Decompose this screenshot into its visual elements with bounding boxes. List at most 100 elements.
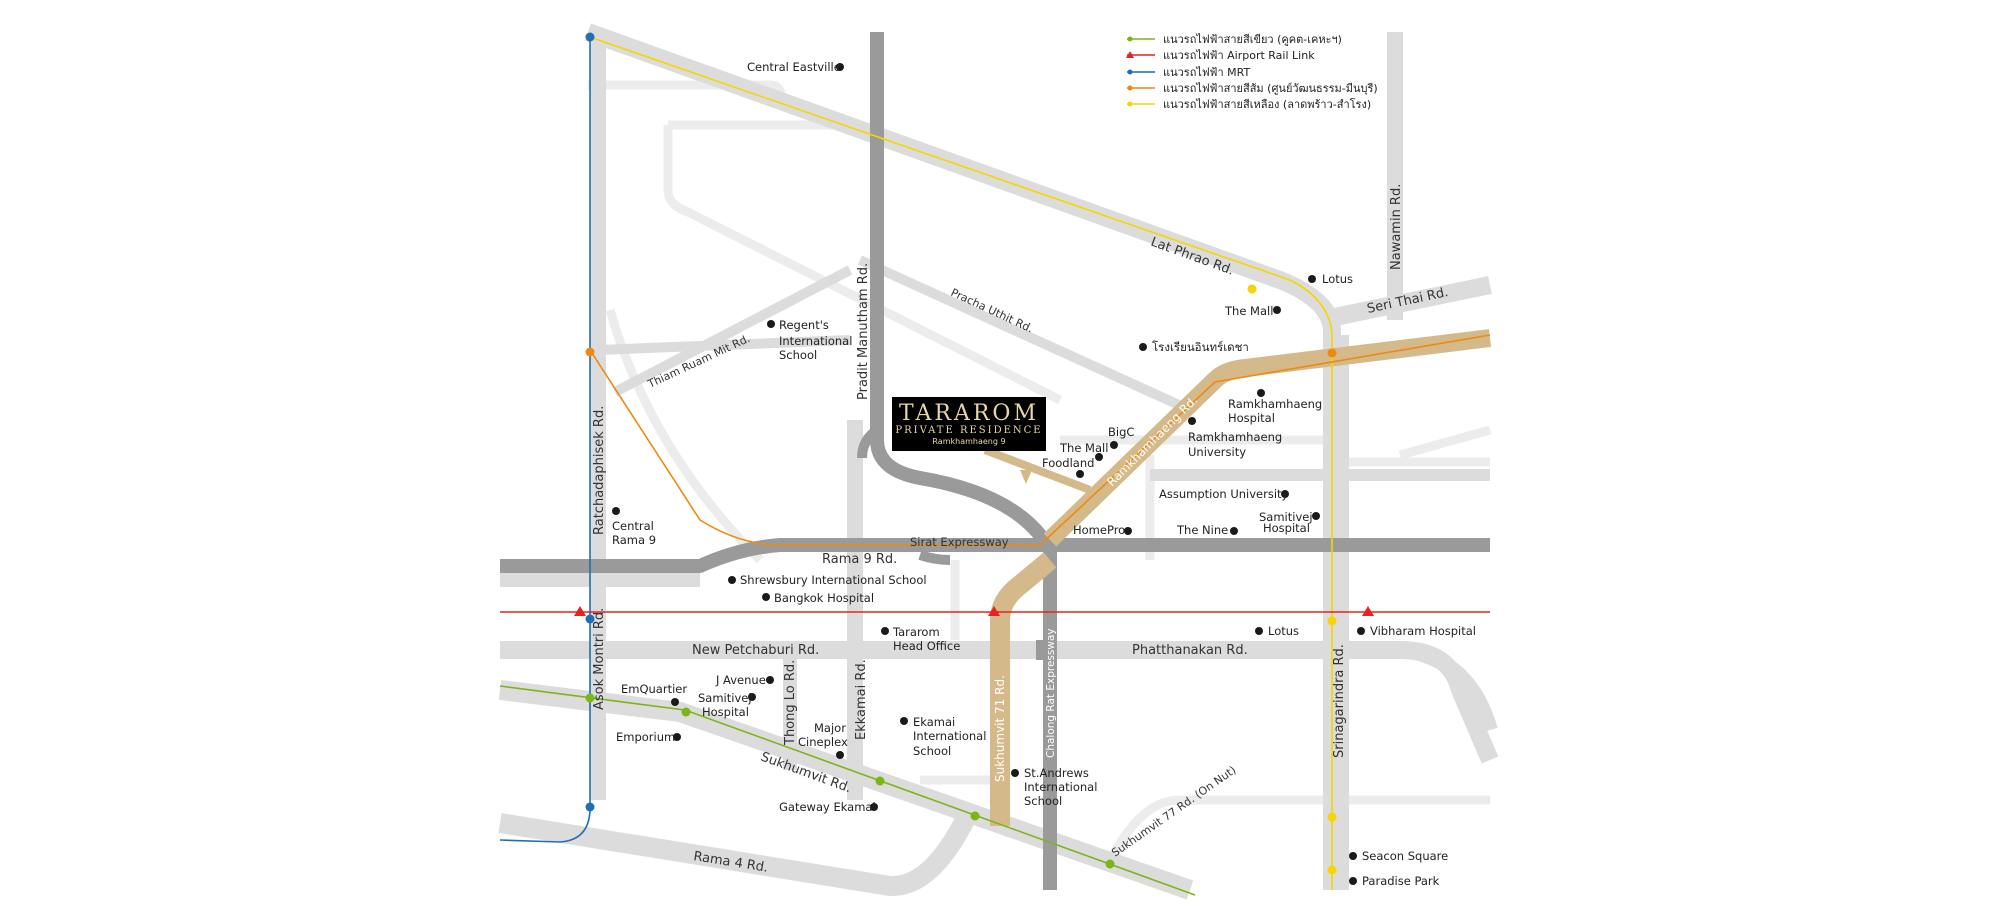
poi-marker [766,676,774,684]
poi-label: Assumption University [1159,487,1289,501]
poi-label: School [779,348,817,362]
poi-label: The Nine [1176,523,1228,537]
road-pracha-uthit [857,255,1193,415]
road-label: Sirat Expressway [910,535,1009,549]
poi-marker [728,576,736,584]
poi-marker [673,733,681,741]
poi-marker [836,63,844,71]
poi-label: Head Office [893,639,960,653]
poi-marker [1357,627,1365,635]
highlight-roads [983,329,1492,826]
poi-marker [1076,470,1084,478]
poi-label: International [913,729,986,743]
road-rama4 [498,813,974,896]
poi-label: School [1024,794,1062,808]
poi-label: J Avenue [715,673,766,687]
airport-link-station-icon [574,606,586,616]
poi-label: Hospital [1263,521,1310,535]
road-label: Pradit Manutham Rd. [856,263,871,400]
road-thiam-ruam-mit [612,265,853,397]
poi-marker [1124,527,1132,535]
poi-label: Regent's [779,318,829,332]
legend-item-airport: แนวรถไฟฟ้า Airport Rail Link [1126,49,1315,62]
poi-label: EmQuartier [621,682,687,696]
poi-label: The Mall [1059,441,1108,455]
green-station-icon [585,693,595,703]
poi-marker [1312,512,1320,520]
green-station-icon [875,776,885,786]
legend-item-green: แนวรถไฟฟ้าสายสีเขียว (คูคต-เคหะฯ) [1127,33,1342,46]
poi-label: Ramkhamhaeng [1188,430,1282,444]
poi-marker [1139,343,1147,351]
poi-label: St.Andrews [1024,766,1089,780]
orange-station-icon [1327,348,1337,358]
mrt-station-icon [585,802,595,812]
poi-label: Gateway Ekamai [779,800,876,814]
yellow-station-icon [1327,812,1337,822]
poi-marker [1255,627,1263,635]
road-label: Chalong Rat Expressway [1045,628,1057,758]
poi-marker [1188,417,1196,425]
poi-label: University [1188,445,1246,459]
points-of-interest: Central Eastville Lotus The Mall โรงเรีย… [612,60,1476,888]
road-label: Rama 9 Rd. [822,552,897,567]
poi-marker [1273,306,1281,314]
poi-label: Seacon Square [1362,849,1448,863]
airport-link-station-icon [988,606,1000,616]
road-label: Asok Montri Rd. [592,608,607,710]
poi-marker [1257,389,1265,397]
poi-label: Emporium [616,730,675,744]
poi-label: Foodland [1042,456,1094,470]
poi-marker [1110,441,1118,449]
road-label: Sukhumvit 77 Rd. (On Nut) [1109,764,1238,860]
poi-label: Lotus [1322,272,1353,286]
mrt-station-icon [585,614,595,624]
green-station-icon [1105,859,1115,869]
yellow-station-icon [1247,284,1257,294]
road-label: Phatthanakan Rd. [1132,643,1248,658]
poi-label: School [913,744,951,758]
poi-marker [1095,453,1103,461]
poi-marker [900,717,908,725]
road-label: Nawamin Rd. [1389,184,1404,270]
poi-marker [1281,490,1289,498]
legend-item-orange: แนวรถไฟฟ้าสายสีส้ม (ศูนย์วัฒนธรรม-มีนบุร… [1127,82,1378,95]
poi-label: Cineplex [798,735,848,749]
yellow-station-icon [1327,865,1337,875]
logo-subtitle: PRIVATE RESIDENCE [895,425,1042,436]
poi-label: HomePro [1073,523,1125,537]
road-labels: Lat Phrao Rd. Nawamin Rd. Seri Thai Rd. … [592,184,1450,876]
yellow-station-icon [1327,616,1337,626]
main-roads [498,23,1499,900]
poi-marker [1011,769,1019,777]
green-station-icon [681,707,691,717]
road-seri-thai [1328,276,1492,327]
poi-marker [612,507,620,515]
mrt-line [499,37,591,843]
poi-label: Ekamai [913,715,955,729]
poi-label: International [1024,780,1097,794]
road-label: Srinagarindra Rd. [1332,644,1347,758]
poi-label: Bangkok Hospital [774,591,874,605]
poi-marker [870,803,878,811]
road-sukhumvit71 [990,552,1057,826]
legend-label: แนวรถไฟฟ้า MRT [1163,66,1250,79]
orange-station-icon [585,347,595,357]
logo-location: Ramkhamhaeng 9 [932,437,1005,446]
poi-label: Lotus [1268,624,1299,638]
green-station-icon [970,811,980,821]
poi-label: Rama 9 [612,533,656,547]
poi-marker [767,320,775,328]
legend-label: แนวรถไฟฟ้าสายสีเหลือง (ลาดพร้าว-สำโรง) [1163,97,1371,111]
poi-marker [1349,852,1357,860]
poi-label: Paradise Park [1362,874,1440,888]
logo-title: TARAROM [899,401,1039,426]
road-label: Ekkamai Rd. [854,659,869,740]
road-sukhumvit [498,680,1194,900]
legend-label: แนวรถไฟฟ้า Airport Rail Link [1163,49,1315,62]
poi-label: Hospital [1228,411,1275,425]
poi-label: Central [612,519,654,533]
poi-marker [671,698,679,706]
mrt-station-icon [585,32,595,42]
